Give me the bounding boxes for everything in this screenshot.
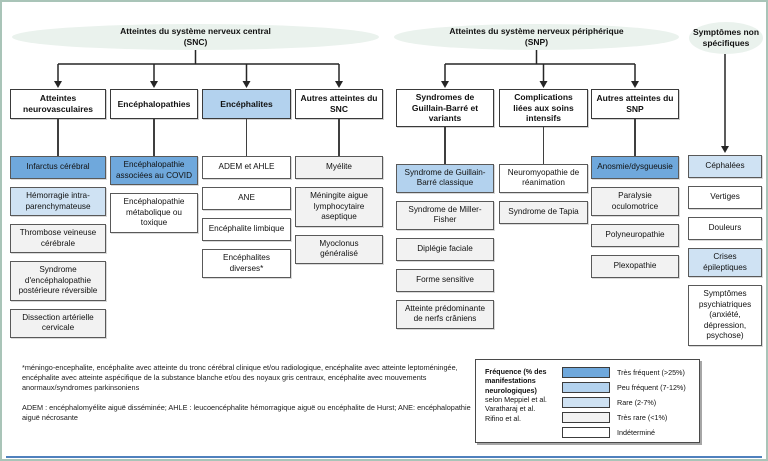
connector-line — [245, 119, 248, 156]
connector-line — [444, 126, 446, 164]
node-box-syndrome-de-tapia: Syndrome de Tapia — [499, 200, 588, 224]
node-box-infarctus-cerebral: Infarctus cérébral — [10, 156, 106, 179]
connector-line — [338, 119, 340, 156]
legend-source-line: Varatharaj et al. — [485, 404, 536, 414]
category-box-autres-atteintes-du-snp: Autres atteintes du SNP — [591, 89, 679, 119]
category-box-complications-liees-aux-soins-in: Complications liées aux soins intensifs — [499, 89, 588, 127]
legend-entry-label: Peu fréquent (7-12%) — [617, 383, 686, 392]
node-box-adem-et-ahle: ADEM et AHLE — [202, 156, 291, 179]
node-box-myoclonus-generalise: Myoclonus généralisé — [295, 234, 383, 264]
legend-title: Fréquence (% des manifestations neurolog… — [485, 367, 547, 395]
category-box-encephalopathies: Encéphalopathies — [110, 89, 198, 119]
group-sublabel: (SNP) — [524, 37, 549, 47]
node-box-thrombose-veineuse-cerebrale: Thrombose veineuse cérébrale — [10, 224, 106, 253]
node-box-meningite-aigue-lymphocytaire-as: Méningite aigue lymphocytaire aseptique — [295, 187, 383, 227]
legend-source-line: Rifino et al. — [485, 413, 521, 423]
legend-swatch-tres_frequent — [562, 367, 610, 378]
node-box-ane: ANE — [202, 187, 291, 210]
legend-entry-label: Très rare (<1%) — [617, 413, 668, 422]
footnote-encephalitis-definitions: *méningo-encephalite, encéphalite avec a… — [22, 363, 458, 393]
node-box-cephalees: Céphalées — [688, 155, 762, 178]
legend-swatch-peu_frequent — [562, 382, 610, 393]
group-label: Atteintes du système nerveux périphériqu… — [449, 26, 624, 37]
legend-entry-peu-frequent-7-12: Peu fréquent (7-12%) — [562, 382, 699, 393]
legend-entry-rare-2-7: Rare (2-7%) — [562, 397, 699, 408]
connector-line — [634, 119, 636, 156]
node-box-diplegie-faciale: Diplégie faciale — [396, 237, 494, 261]
legend-entry-indetermine: Indéterminé — [562, 427, 699, 438]
legend-entry-label: Rare (2-7%) — [617, 398, 657, 407]
bottom-accent-bar — [6, 456, 762, 458]
legend-entry-tres-frequent-25: Très fréquent (>25%) — [562, 367, 699, 378]
connector-line — [57, 119, 59, 156]
node-box-plexopathie: Plexopathie — [591, 255, 679, 278]
category-box-autres-atteintes-du-snc: Autres atteintes du SNC — [295, 89, 383, 119]
column-autres-atteintes-du-snp: Autres atteintes du SNP Anosmie/dysgueusi… — [591, 89, 679, 278]
node-box-douleurs: Douleurs — [688, 217, 762, 240]
node-box-forme-sensitive: Forme sensitive — [396, 268, 494, 292]
node-box-atteinte-predominante-de-nerfs-c: Atteinte prédominante de nerfs crâniens — [396, 299, 494, 329]
connector-line — [153, 119, 155, 156]
group-ellipse-nonspecific: Symptômes non spécifiques — [689, 22, 763, 54]
group-label: Atteintes du système nerveux central — [120, 26, 271, 37]
node-box-encephalopathie-metabolique-ou-t: Encéphalopathie métabolique ou toxique — [110, 193, 198, 233]
legend-source-line: selon Meppiel et al. — [485, 395, 547, 405]
node-box-polyneuropathie: Polyneuropathie — [591, 224, 679, 247]
group-label: Symptômes non spécifiques — [692, 27, 760, 48]
node-box-crises-epileptiques: Crises épileptiques — [688, 248, 762, 277]
group-sublabel: (SNC) — [183, 37, 208, 47]
node-box-symptomes-psychiatriques-anxiete: Symptômes psychiatriques (anxiété, dépre… — [688, 285, 762, 346]
connector-line — [542, 126, 545, 164]
node-box-encephalite-limbique: Encéphalite limbique — [202, 218, 291, 241]
node-box-myelite: Myélite — [295, 156, 383, 179]
legend-swatch-rare — [562, 397, 610, 408]
node-box-vertiges: Vertiges — [688, 186, 762, 209]
node-box-paralysie-oculomotrice: Paralysie oculomotrice — [591, 187, 679, 216]
group-ellipse-snp: Atteintes du système nerveux périphériqu… — [394, 24, 679, 50]
legend-entry-label: Indéterminé — [617, 428, 655, 437]
legend-entries: Très fréquent (>25%) Peu fréquent (7-12%)… — [562, 360, 699, 442]
node-box-neuromyopathie-de-reanimation: Neuromyopathie de réanimation — [499, 163, 588, 193]
legend-entry-label: Très fréquent (>25%) — [617, 368, 685, 377]
node-box-hemorragie-intra-parenchymateuse: Hémorragie intra-parenchymateuse — [10, 187, 106, 216]
category-box-atteintes-neurovasculaires: Atteintes neurovasculaires — [10, 89, 106, 119]
legend-title-block: Fréquence (% des manifestations neurolog… — [476, 360, 562, 442]
legend-swatch-tres_rare — [562, 412, 610, 423]
category-box-syndromes-de-guillain-barre-et-v: Syndromes de Guillain-Barré et variants — [396, 89, 494, 127]
frequency-legend: Fréquence (% des manifestations neurolog… — [475, 359, 700, 443]
node-box-syndrome-de-miller-fisher: Syndrome de Miller-Fisher — [396, 200, 494, 230]
node-box-anosmie-dysgueusie: Anosmie/dysgueusie — [591, 156, 679, 179]
node-box-encephalites-diverses: Encéphalites diverses* — [202, 249, 291, 278]
footnotes: *méningo-encephalite, encéphalite avec a… — [22, 363, 474, 423]
legend-entry-tres-rare-1: Très rare (<1%) — [562, 412, 699, 423]
footnote-abbreviations: ADEM : encéphalomyélite aiguë disséminée… — [22, 402, 471, 422]
node-box-syndrome-de-guillain-barre-class: Syndrome de Guillain-Barré classique — [396, 163, 494, 193]
node-box-encephalopathie-associees-au-cov: Encéphalopathie associées au COVID — [110, 156, 198, 185]
category-box-encephalites: Encéphalites — [202, 89, 291, 119]
legend-swatch-indetermine — [562, 427, 610, 438]
node-box-dissection-arterielle-cervicale: Dissection artérielle cervicale — [10, 308, 106, 338]
node-box-syndrome-d-encephalopathie-poste: Syndrome d'encéphalopathie postérieure r… — [10, 261, 106, 301]
group-ellipse-snc: Atteintes du système nerveux central(SNC… — [12, 24, 379, 50]
